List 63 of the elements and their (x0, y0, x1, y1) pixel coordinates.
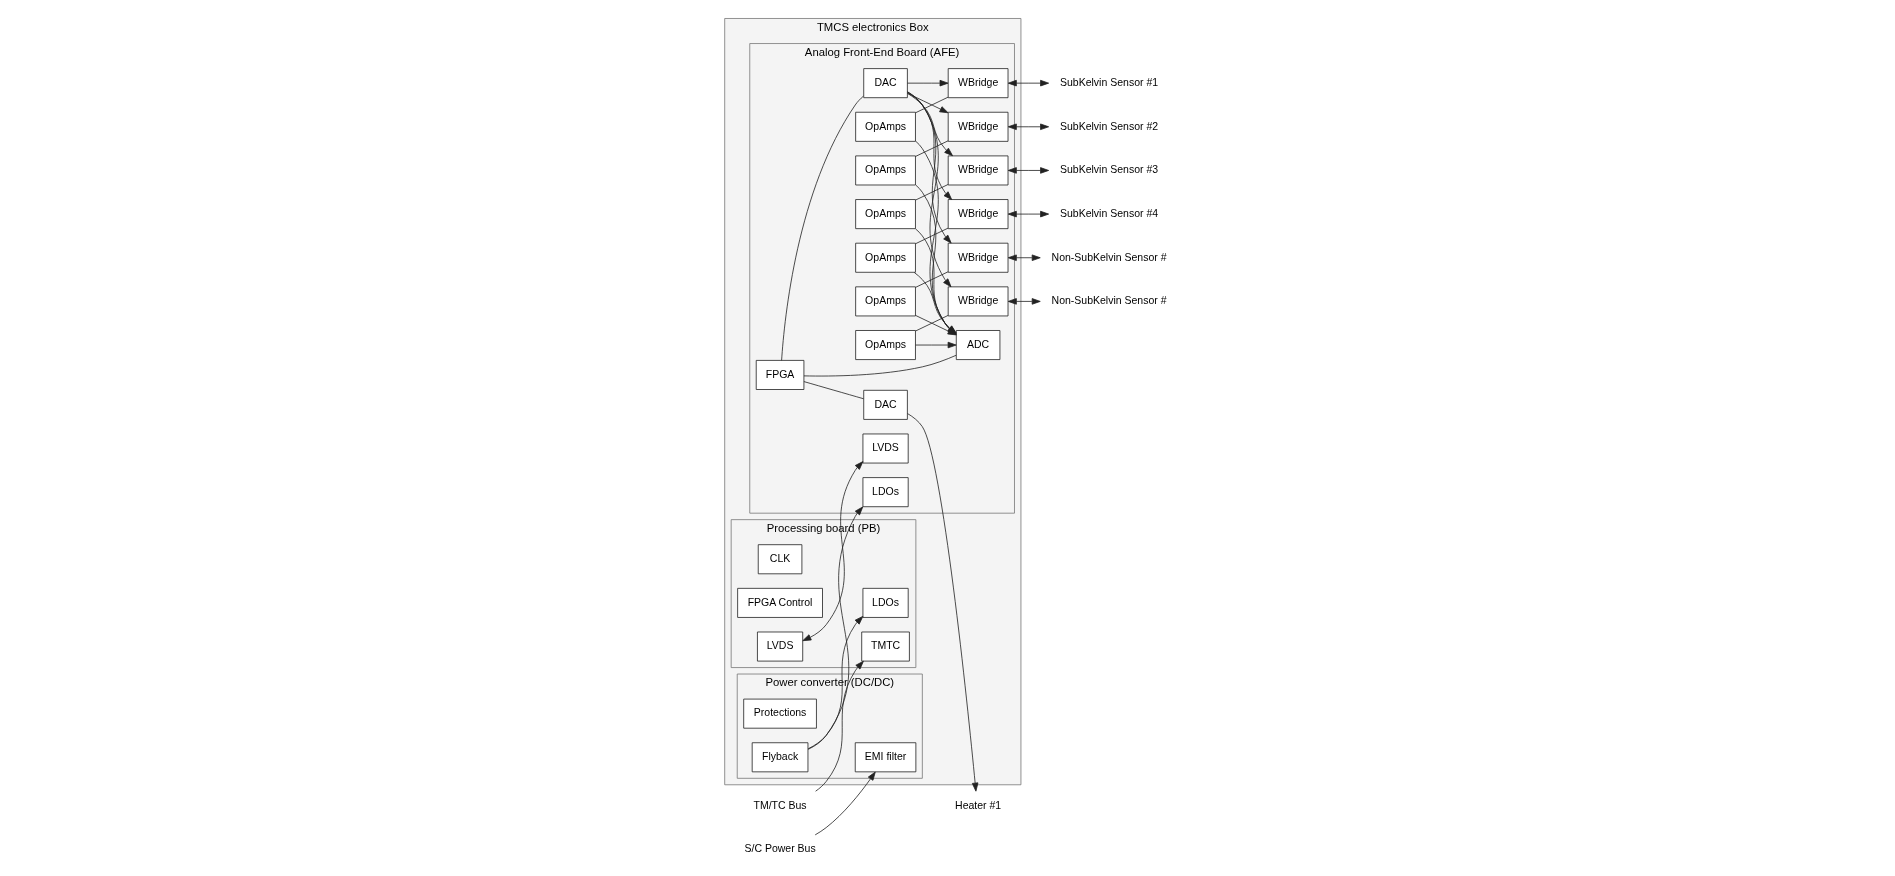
arrow (906, 91, 952, 244)
connector (914, 227, 948, 245)
arrow (814, 660, 864, 792)
node-text: SubKelvin Sensor #3 (1059, 163, 1158, 176)
node-box: DAC (862, 68, 908, 99)
node-box: DAC (862, 389, 908, 420)
node-box: OpAmps (854, 330, 916, 360)
node-box: CLK (757, 544, 802, 575)
node-box: OpAmps (854, 242, 916, 273)
connector (803, 354, 957, 377)
node-box: LDOs (862, 587, 909, 618)
arrow (807, 615, 863, 750)
node-box: OpAmps (854, 286, 916, 317)
node-box: Flyback (751, 742, 808, 773)
node-box: WBridge (947, 68, 1008, 99)
node-text: TM/TC Bus (753, 798, 807, 811)
arrow (906, 91, 951, 288)
node-box: TMTC (860, 631, 910, 662)
node-text: Non-SubKelvin Sensor # (1051, 250, 1167, 263)
node-box: OpAmps (854, 111, 916, 142)
arrow (1007, 79, 1049, 87)
connector (914, 315, 948, 332)
arrow (906, 93, 953, 157)
connector (780, 95, 864, 361)
node-box: WBridge (947, 155, 1008, 186)
connector (803, 381, 864, 400)
connector (914, 96, 948, 114)
arrow (906, 413, 978, 792)
arrow (906, 91, 952, 200)
node-box: OpAmps (854, 155, 916, 186)
arrow (1007, 167, 1049, 174)
node-box: ADC (955, 330, 1000, 360)
connector (914, 271, 948, 288)
node-text: Non-SubKelvin Sensor # (1051, 294, 1167, 307)
arrow (1007, 210, 1049, 218)
arrow (906, 79, 948, 87)
node-box: LVDS (756, 631, 803, 662)
node-box: WBridge (947, 111, 1008, 142)
arrow (906, 92, 948, 114)
node-box: LDOs (862, 477, 909, 508)
node-box: WBridge (947, 286, 1008, 317)
node-text: S/C Power Bus (743, 842, 816, 855)
arrow (1007, 298, 1041, 305)
node-box: LVDS (862, 433, 909, 464)
node-text: Heater #1 (954, 798, 1001, 811)
node-box: OpAmps (854, 199, 916, 230)
node-text: SubKelvin Sensor #4 (1059, 206, 1158, 219)
node-box: FPGA Control (736, 587, 823, 618)
node-box: Protections (742, 698, 817, 729)
node-text: SubKelvin Sensor #1 (1059, 75, 1158, 88)
arrow (801, 461, 863, 642)
node-text: SubKelvin Sensor #2 (1059, 119, 1158, 132)
node-box: FPGA (755, 360, 804, 390)
arrow (814, 771, 876, 836)
arrow (1007, 254, 1041, 261)
arrow (1007, 123, 1049, 131)
arrow (807, 506, 863, 750)
node-box: WBridge (947, 242, 1008, 273)
connector (914, 184, 948, 201)
connector (914, 140, 948, 157)
node-box: EMI filter (854, 742, 916, 773)
arrow (914, 341, 957, 349)
node-box: WBridge (947, 199, 1008, 230)
